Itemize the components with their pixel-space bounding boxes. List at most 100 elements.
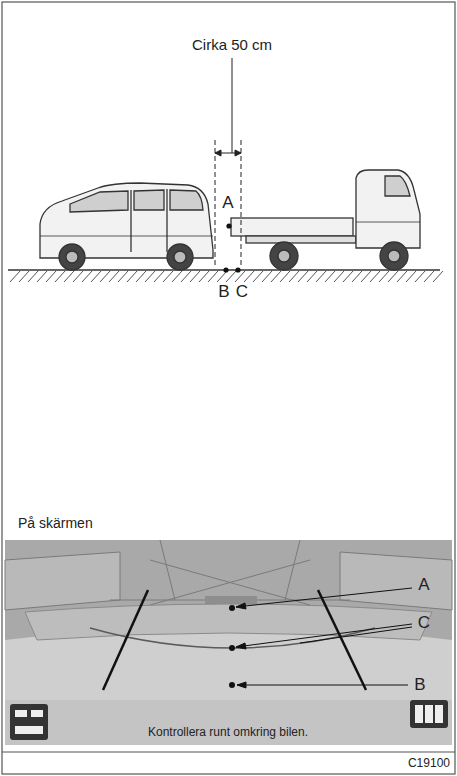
ground-line-part-part — [181, 271, 191, 282]
ground-line-part-part — [190, 271, 200, 282]
point-dots-part — [223, 267, 228, 272]
ground-line-part-part — [64, 271, 74, 282]
leader-lines-part — [236, 588, 412, 607]
camera-screen-part — [25, 604, 432, 640]
ground-line-part-part — [46, 271, 56, 282]
camera-screen-part — [10, 704, 48, 740]
ground-line-part — [10, 271, 443, 282]
ground-line-part-part — [370, 271, 380, 282]
ground-line-part-part — [325, 271, 335, 282]
ground-line-part-part — [217, 271, 227, 282]
screen-message: Kontrollera runt omkring bilen. — [148, 726, 308, 739]
ground-line-part-part — [280, 271, 290, 282]
ground-line-part-part — [433, 271, 443, 282]
ground-line-part-part — [343, 271, 353, 282]
ground-line-part-part — [379, 271, 389, 282]
ground-line-part-part — [82, 271, 92, 282]
point-letter: B — [218, 283, 229, 302]
camera-screen-part — [160, 540, 175, 600]
dimension-lines-part — [215, 140, 216, 268]
truck-part — [278, 250, 290, 262]
point-letter: A — [418, 576, 429, 595]
minivan-part — [70, 191, 128, 212]
camera-screen-part — [15, 726, 43, 734]
ground-line-part-part — [136, 271, 146, 282]
ground-line-part-part — [154, 271, 164, 282]
screen-dots-part — [229, 645, 235, 651]
camera-screen-part — [285, 540, 300, 600]
camera-screen-part — [435, 705, 443, 723]
leader-lines-part — [236, 603, 246, 609]
leader-lines-part — [236, 643, 246, 649]
ground-line-part-part — [307, 271, 317, 282]
ground-line-part-part — [208, 271, 218, 282]
dimension-lines-part — [241, 140, 242, 268]
ground-line-part-part — [145, 271, 155, 282]
ground-line-part-part — [316, 271, 326, 282]
minivan-part — [59, 244, 85, 270]
minivan-part — [166, 189, 167, 252]
ground-line-part-part — [163, 271, 173, 282]
point-dots-part — [235, 267, 240, 272]
dimension-lines — [215, 58, 241, 268]
leader-lines-part — [300, 627, 412, 643]
point-letter: C — [236, 283, 248, 302]
ground-line-part-part — [100, 271, 110, 282]
ground-line-part-part — [271, 271, 281, 282]
truck-part — [380, 242, 408, 270]
camera-screen-part — [5, 700, 452, 745]
truck-part — [231, 218, 353, 236]
screen-dots-part — [229, 605, 235, 611]
minivan-part — [66, 251, 78, 263]
point-letter: B — [414, 676, 425, 695]
camera-screen-part — [340, 552, 452, 610]
ground-line-part-part — [397, 271, 407, 282]
screen-dots — [229, 605, 235, 688]
ground-line-part-part — [388, 271, 398, 282]
truck-part — [385, 176, 410, 196]
camera-screen-part — [415, 705, 423, 723]
camera-screen — [5, 540, 452, 745]
minivan-part — [167, 244, 193, 270]
ground-line-part-part — [37, 271, 47, 282]
truck-part — [388, 250, 400, 262]
truck-part — [356, 170, 420, 248]
ground-line-part-part — [415, 271, 425, 282]
ground-line-part-part — [109, 271, 119, 282]
leader-lines — [236, 588, 412, 688]
minivan — [40, 183, 213, 270]
dimension-label: Cirka 50 cm — [192, 37, 272, 54]
leader-lines-part — [237, 685, 408, 686]
ground-line-part-part — [334, 271, 344, 282]
camera-screen-part — [410, 700, 448, 728]
camera-screen-part — [31, 710, 43, 717]
ground-line-part-part — [406, 271, 416, 282]
ground-line-part-part — [244, 271, 254, 282]
dimension-lines-part — [215, 150, 221, 156]
truck — [231, 170, 420, 270]
truck-part — [246, 236, 356, 243]
ground-line-part-part — [199, 271, 209, 282]
camera-screen-part — [15, 710, 27, 717]
point-dots — [223, 223, 240, 272]
figure-code: C19100 — [408, 757, 450, 770]
camera-screen-part — [318, 590, 366, 690]
ground-line-part-part — [352, 271, 362, 282]
minivan-part — [134, 190, 164, 210]
leader-lines-part — [236, 624, 412, 647]
truck-part — [270, 242, 298, 270]
point-dots-part — [226, 223, 231, 228]
ground-line-part-part — [172, 271, 182, 282]
ground-line-part-part — [298, 271, 308, 282]
point-letter: C — [418, 614, 430, 633]
ground-line-part-part — [424, 271, 434, 282]
ground-line-part-part — [226, 271, 236, 282]
figure-frame-part — [2, 751, 455, 752]
camera-screen-part — [5, 540, 452, 745]
dimension-lines-part — [235, 150, 241, 156]
ground-line-part-part — [118, 271, 128, 282]
